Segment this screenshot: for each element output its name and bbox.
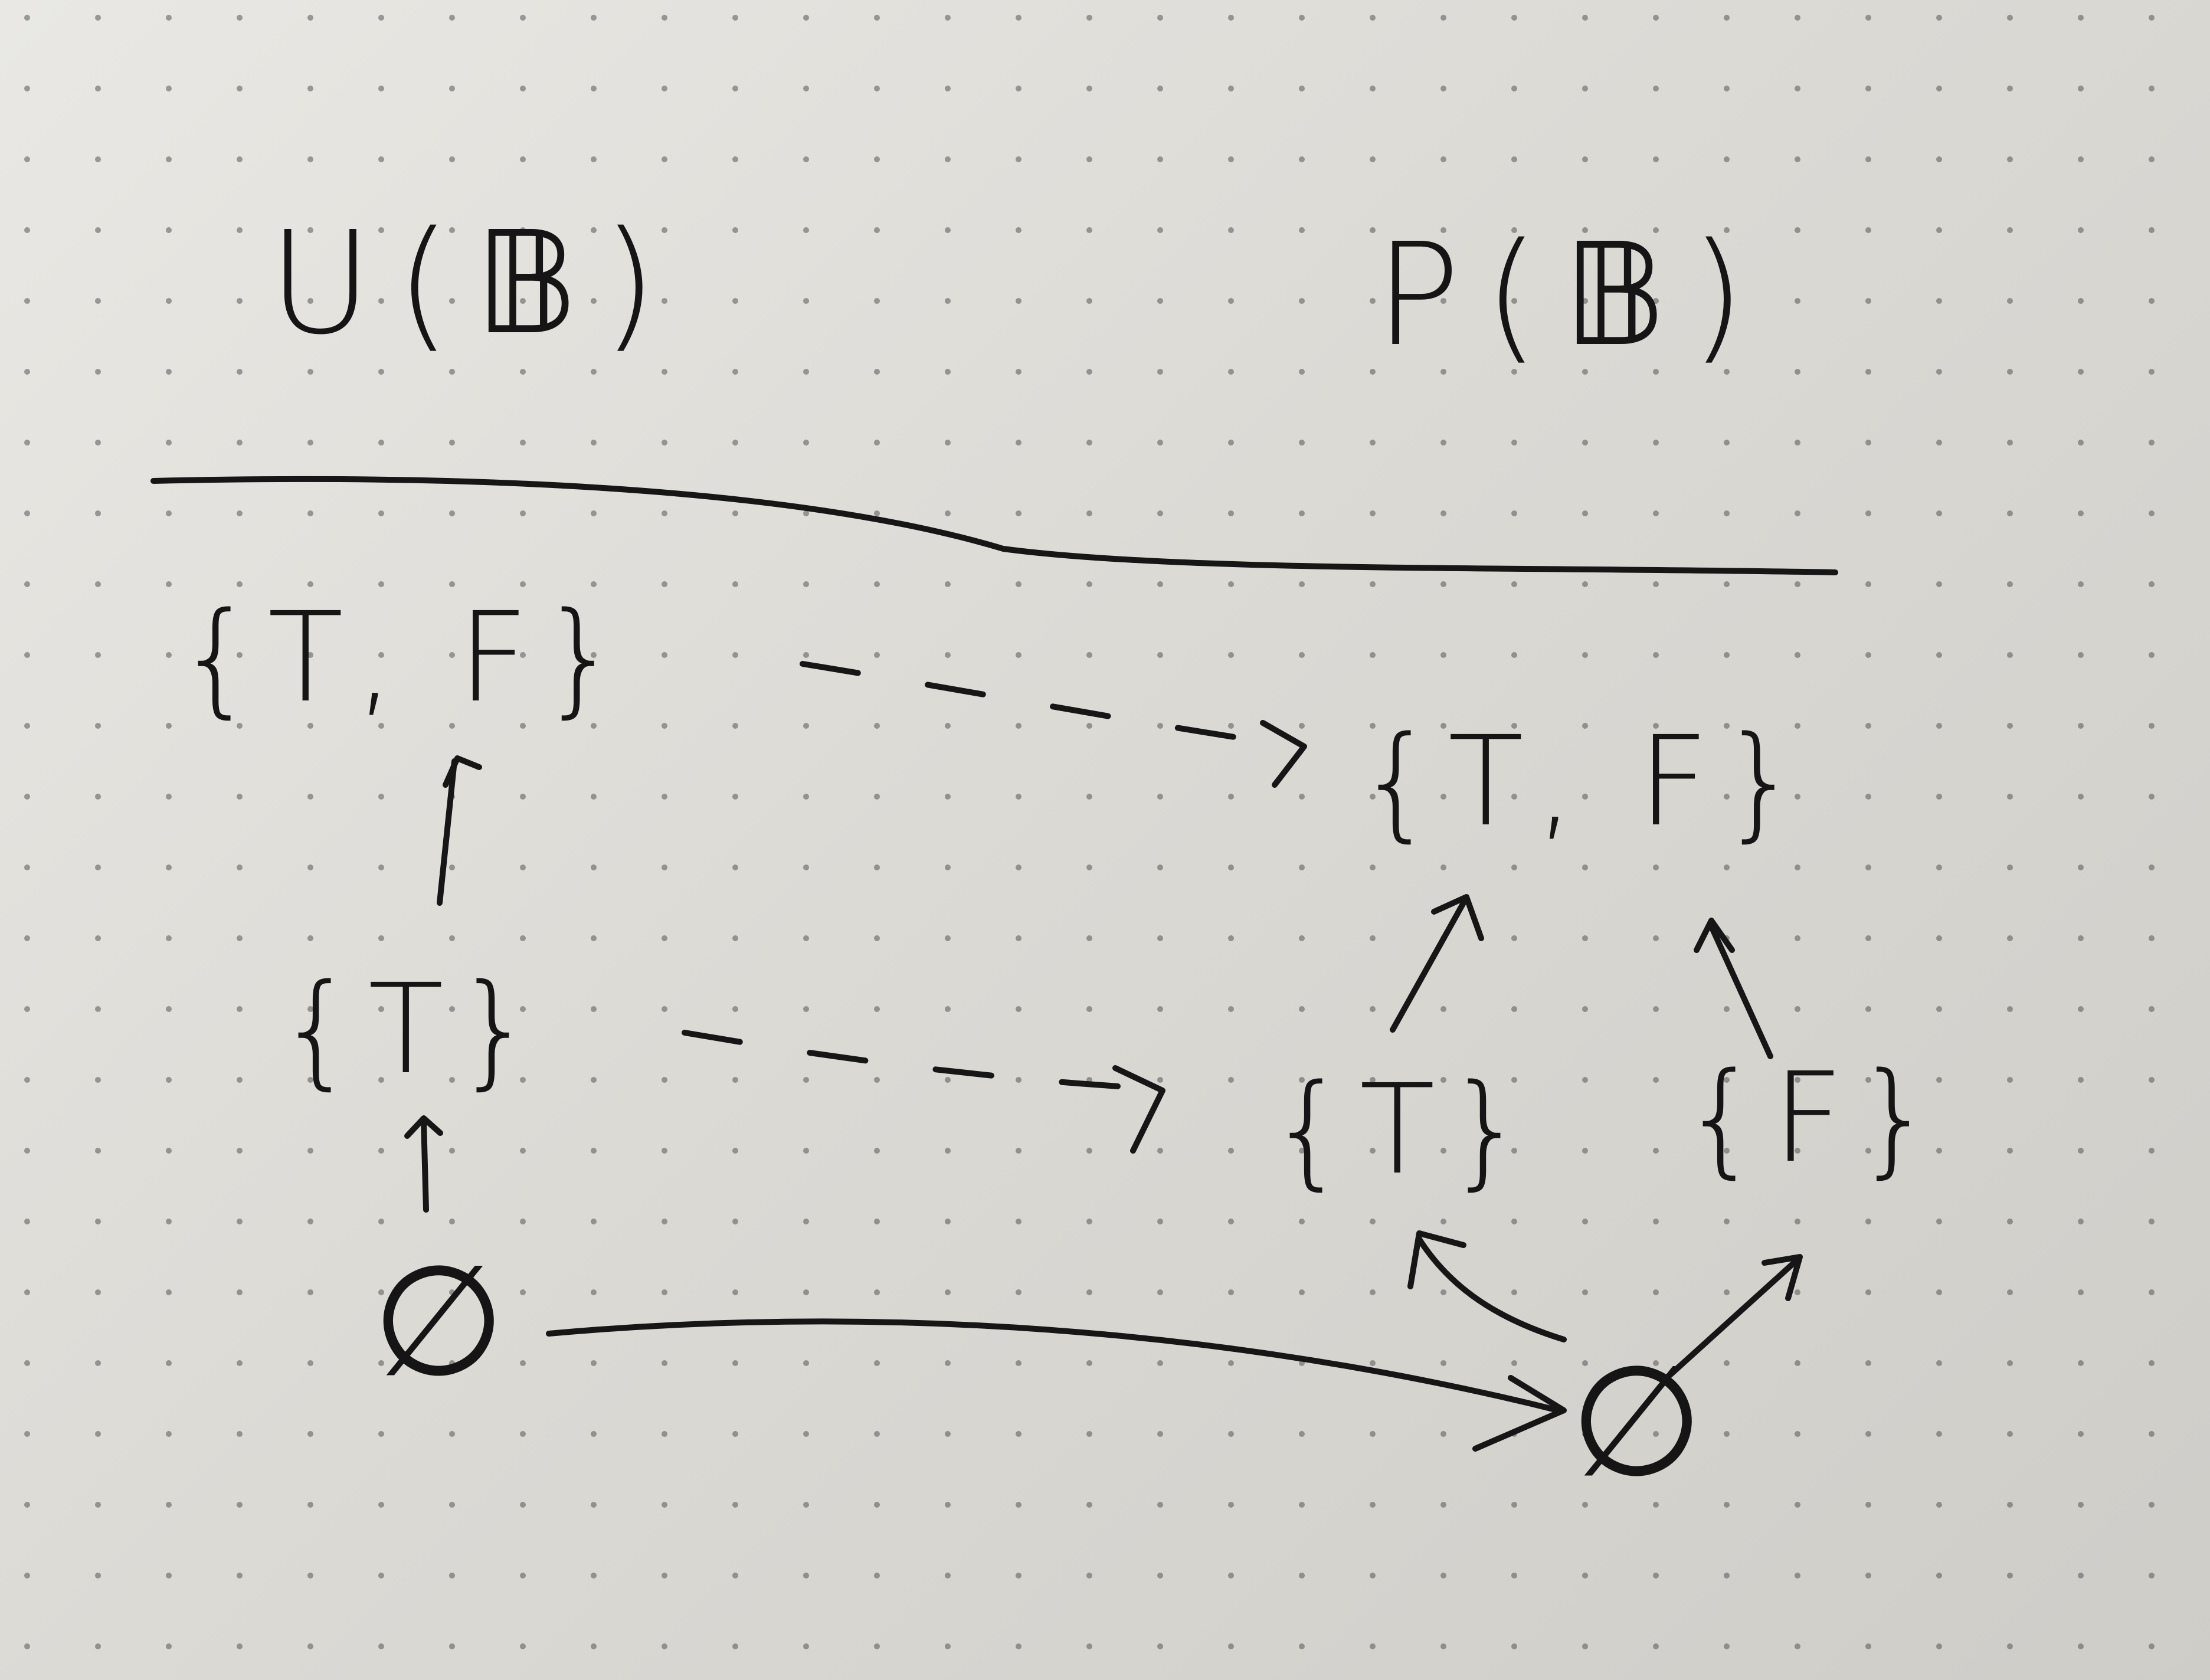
header-divider-line [150,476,1838,575]
right-set-f: {F} [1682,1046,1947,1190]
arrow-empty-to-empty [546,1318,1561,1413]
arrowhead-left-empty-to-t [404,1115,443,1139]
arrowhead-right-empty-to-t [1407,1230,1466,1289]
arrow-right-t-to-tf [1390,900,1466,1033]
dashed-arrow-tf-to-tf [800,661,1301,749]
arrow-right-empty-to-t [1416,1236,1567,1342]
right-empty-set: ∅ [1570,1333,1704,1511]
arrow-left-empty-to-t [421,1118,429,1213]
left-set-tf: {T, F} [177,585,631,730]
arrowhead-right-empty-to-f [1762,1254,1803,1301]
header-p-of-b: P(𝔹) [1375,212,1769,378]
right-set-tf: {T, F} [1357,709,1812,854]
arrow-right-f-to-tf [1708,923,1773,1059]
header-u-of-b: U(𝔹) [269,201,681,366]
arrowhead-right-f-to-tf [1694,918,1735,953]
arrowhead-right-t-to-tf [1431,894,1484,941]
left-set-t: {T} [277,957,546,1102]
right-set-t: {T} [1269,1057,1538,1202]
dashed-arrow-t-to-t [682,1030,1160,1092]
arrowhead-empty-to-empty [1472,1375,1567,1452]
arrow-left-t-to-tf [437,758,457,906]
dashed-arrowhead-t-to-t [1112,1065,1165,1154]
dashed-arrowhead-tf-to-tf [1260,720,1307,788]
arrow-right-empty-to-f [1667,1260,1797,1378]
left-empty-set: ∅ [372,1233,506,1411]
arrowhead-left-t-to-tf [443,755,482,788]
